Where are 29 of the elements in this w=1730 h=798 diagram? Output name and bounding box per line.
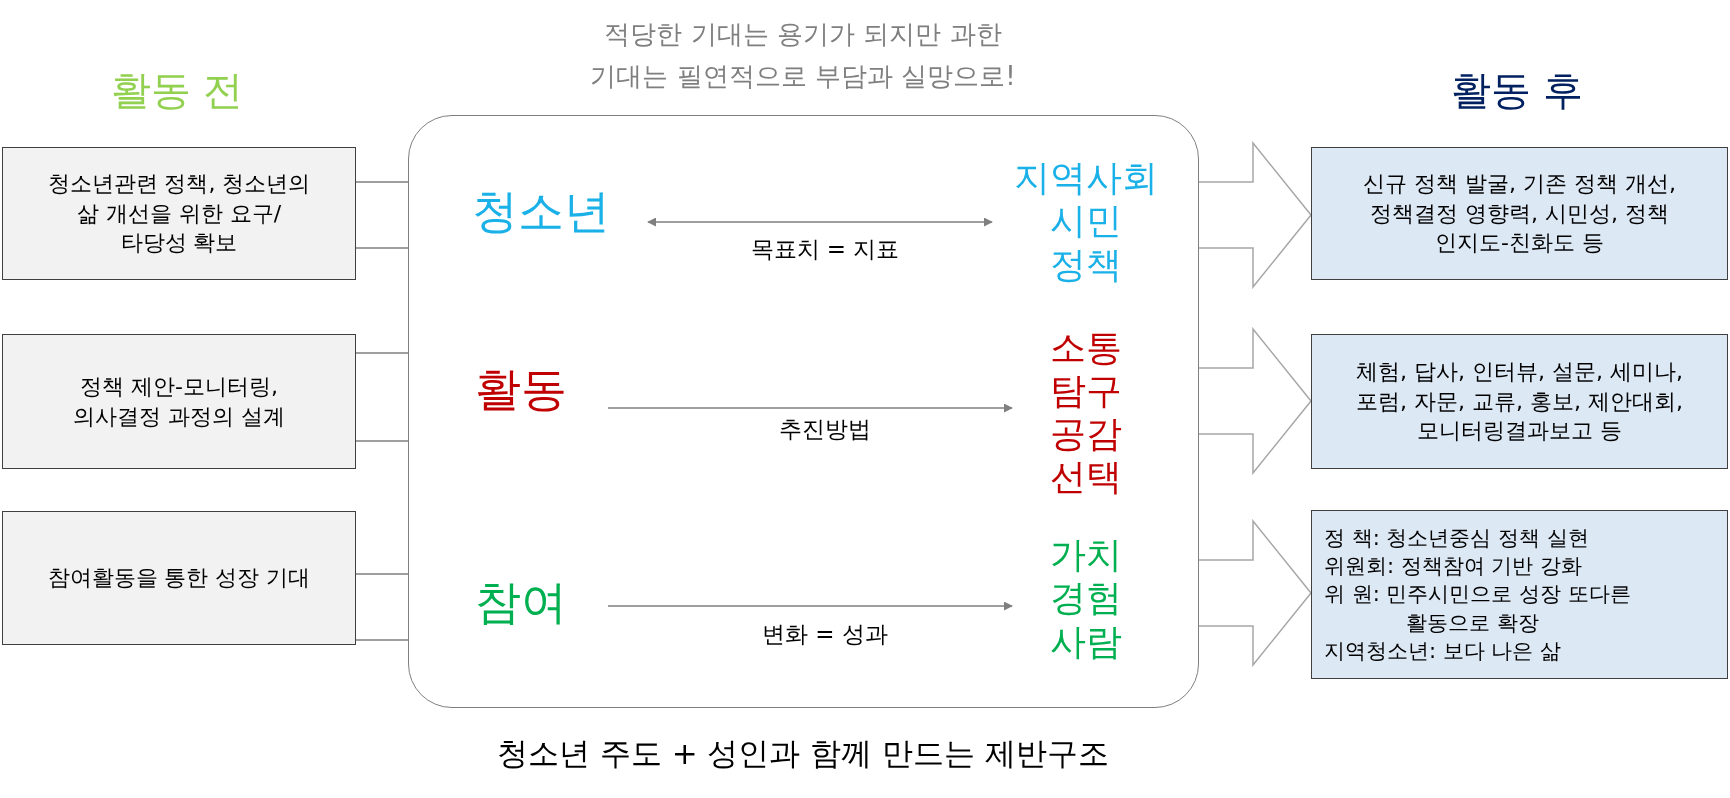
connector-line bbox=[355, 247, 409, 249]
connector-line bbox=[355, 352, 409, 354]
connector-line bbox=[355, 639, 409, 641]
connector-line bbox=[355, 573, 409, 575]
connector-line bbox=[355, 440, 409, 442]
text-box: 체험, 답사, 인터뷰, 설문, 세미나, 포럼, 자문, 교류, 홍보, 제안대회, 모니터링결과보고 등 bbox=[1311, 334, 1728, 469]
keyword-list: 소통 탐구 공감 선택 bbox=[1050, 325, 1122, 499]
keyword: 참여 bbox=[475, 576, 567, 628]
arrow bbox=[607, 403, 1013, 413]
keyword: 청소년 bbox=[472, 185, 610, 237]
text-box bbox=[1311, 510, 1728, 679]
list-item: 지역청소년: 보다 나은 삶 bbox=[1324, 638, 1563, 665]
list-item: 위 원: 민주시민으로 성장 또다른 활동으로 확장 bbox=[1324, 581, 1632, 637]
column-heading: 활동 전 bbox=[110, 65, 244, 115]
text-box: 신규 정책 발굴, 기존 정책 개선, 정책결정 영향력, 시민성, 정책 인지도-친화도 등 bbox=[1311, 147, 1728, 280]
text-box: 정책 제안-모니터링, 의사결정 과정의 설계 bbox=[2, 334, 356, 469]
keyword: 활동 bbox=[475, 363, 567, 415]
connector-line bbox=[355, 181, 409, 183]
text-box: 참여활동을 통한 성장 기대 bbox=[2, 511, 356, 645]
column-heading: 활동 후 bbox=[1450, 65, 1584, 115]
caption: 청소년 주도 + 성인과 함께 만드는 제반구조 bbox=[496, 734, 1110, 773]
arrow bbox=[607, 601, 1013, 611]
text-box: 청소년관련 정책, 청소년의 삶 개선을 위한 요구/타당성 확보 bbox=[2, 147, 356, 280]
arrow bbox=[647, 217, 993, 227]
keyword-list: 가치 경험 사람 bbox=[1050, 533, 1122, 663]
list-item: 정 책: 청소년중심 정책 실현 bbox=[1324, 524, 1590, 552]
keyword-list: 지역사회 시민 정책 bbox=[1014, 156, 1158, 286]
list-item: 위원회: 정책참여 기반 강화 bbox=[1324, 553, 1584, 580]
title: 적당한 기대는 용기가 되지만 과한 기대는 필연적으로 부담과 실망으로! bbox=[589, 18, 1017, 93]
